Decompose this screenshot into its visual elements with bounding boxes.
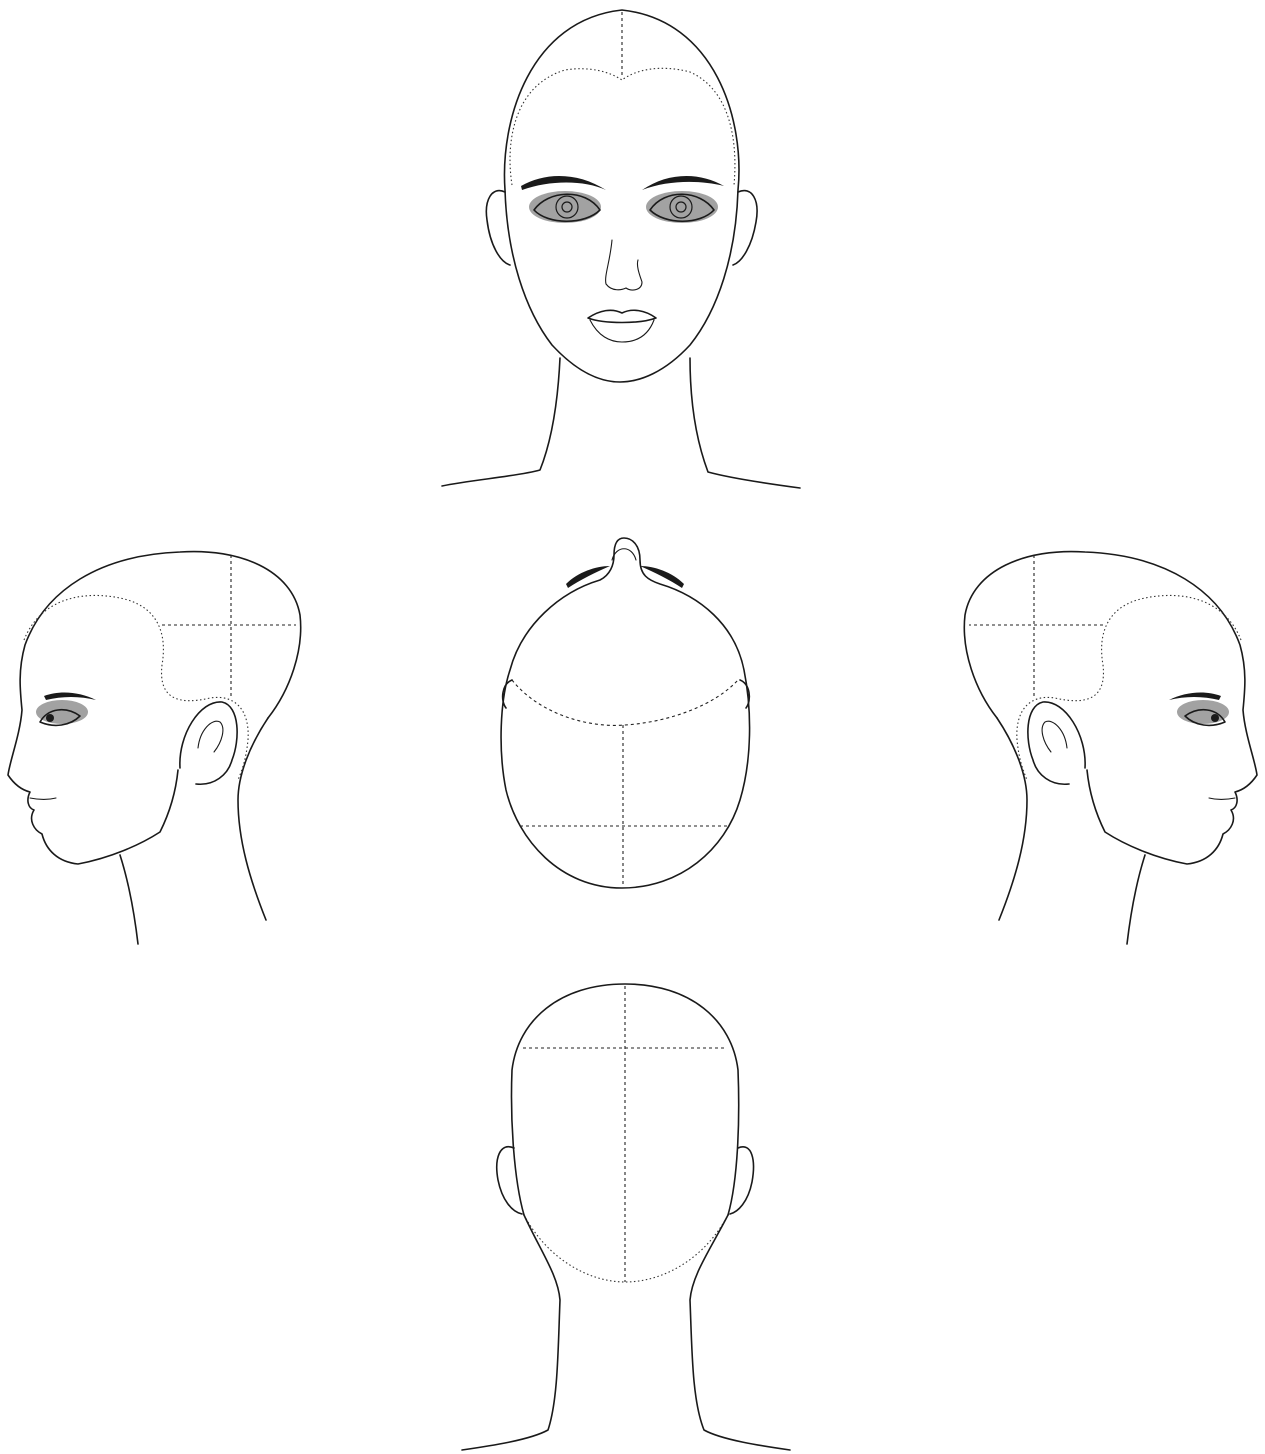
- top-nose-tip: [612, 549, 636, 560]
- left-profile-ear: [180, 702, 237, 784]
- left-profile-view: [8, 552, 301, 944]
- front-right-ear: [733, 191, 757, 265]
- right-profile-neck-front: [1127, 855, 1145, 944]
- top-view: [501, 538, 750, 888]
- back-neck-left: [462, 1215, 560, 1450]
- left-profile-eye-shadow: [36, 700, 88, 724]
- top-crown-section-arc: [512, 680, 738, 725]
- back-view: [462, 984, 790, 1450]
- left-profile-hairline: [24, 595, 248, 780]
- left-profile-neck-front: [120, 855, 138, 944]
- back-right-ear: [730, 1147, 753, 1214]
- right-profile-view: [964, 552, 1257, 944]
- right-profile-ear: [1028, 702, 1085, 784]
- front-hairline: [510, 68, 735, 185]
- right-profile-hairline: [1017, 595, 1241, 780]
- front-upper-lip: [588, 310, 656, 322]
- front-left-eyebrow: [521, 176, 606, 190]
- left-profile-lips: [30, 798, 56, 800]
- right-profile-pupil: [1211, 714, 1219, 722]
- front-right-eyebrow: [642, 176, 724, 190]
- front-neck-right: [690, 358, 800, 488]
- front-neck-left: [442, 358, 560, 486]
- front-view: [442, 10, 800, 488]
- right-profile-ear-inner: [1042, 721, 1067, 752]
- back-left-ear: [497, 1147, 522, 1214]
- front-nose: [606, 240, 642, 290]
- left-profile-ear-inner: [198, 721, 223, 752]
- left-profile-brow: [44, 693, 96, 700]
- back-neck-right: [690, 1215, 790, 1450]
- right-profile-lips: [1209, 798, 1235, 800]
- right-profile-eye-shadow: [1177, 700, 1229, 724]
- left-profile-pupil: [46, 714, 54, 722]
- left-profile-neck-back: [238, 718, 268, 920]
- top-head-outline: [501, 538, 750, 888]
- right-profile-brow: [1169, 693, 1221, 700]
- right-profile-neck-back: [997, 718, 1027, 920]
- front-left-ear: [486, 191, 510, 265]
